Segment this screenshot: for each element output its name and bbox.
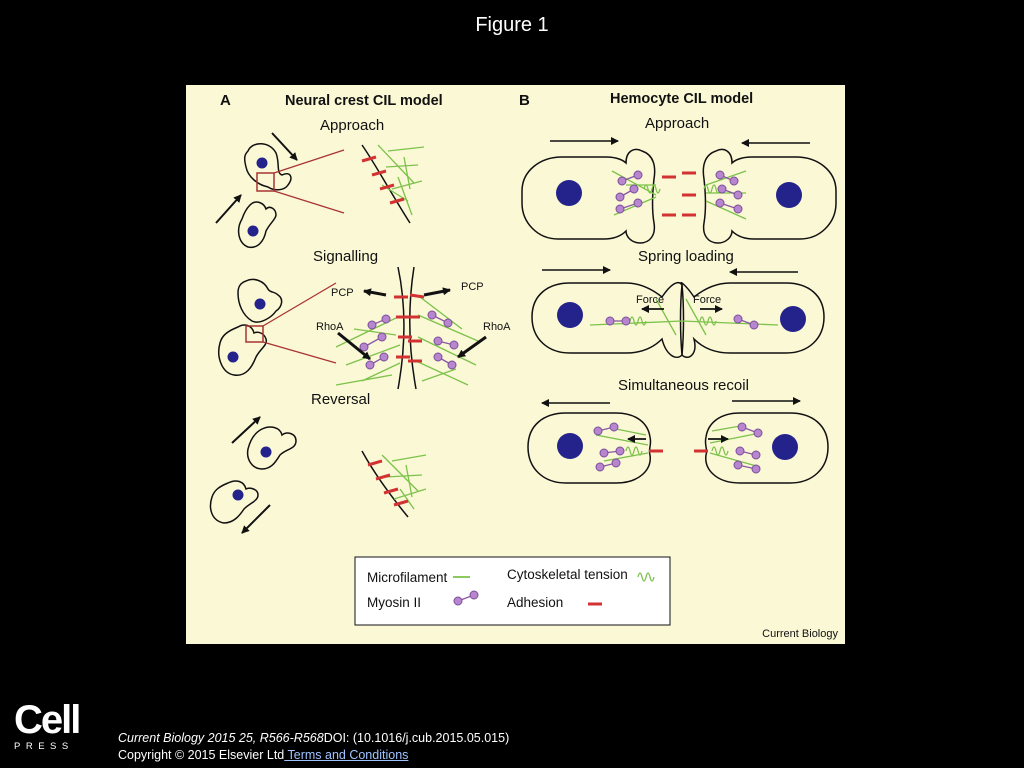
copyright-text: Copyright © 2015 Elsevier Ltd [118, 748, 285, 762]
hemocytes-spring-loading [531, 281, 825, 359]
neural-crest-cells-signalling [218, 278, 283, 376]
label-force-right: Force [693, 294, 721, 306]
cell-press-logo: Cell PRESS [14, 700, 86, 752]
cil-diagram: A Neural crest CIL model Approach Signal… [209, 91, 838, 640]
panel-b-letter: B [519, 92, 530, 109]
legend-myosin: Myosin II [367, 595, 421, 610]
label-rhoa-left: RhoA [316, 321, 344, 333]
legend-tension-swatch [637, 572, 655, 582]
legend-tension: Cytoskeletal tension [507, 567, 628, 582]
label-pcp-right: PCP [461, 281, 484, 293]
approach-arrow-bottom [215, 194, 242, 224]
zoom-line [262, 341, 337, 364]
logo-sub: PRESS [14, 741, 74, 752]
copyright: Copyright © 2015 Elsevier Ltd Terms and … [118, 748, 408, 762]
hemocytes-approach [521, 148, 837, 244]
legend-microfilament: Microfilament [367, 570, 448, 585]
panel-a-stage-signalling: Signalling [313, 248, 378, 265]
legend-myosin-swatch [453, 590, 479, 606]
panel-a-stage-approach: Approach [320, 117, 384, 134]
zoom-line [273, 190, 345, 214]
neural-crest-cells-approach [237, 143, 292, 249]
approach-zoom-detail [361, 144, 425, 224]
label-force-left: Force [636, 294, 664, 306]
label-pcp-left: PCP [331, 287, 354, 299]
reversal-zoom-detail [361, 450, 427, 518]
hemocytes-recoil [527, 412, 829, 484]
neural-crest-cells-reversal [209, 426, 297, 524]
panel-a-stage-reversal: Reversal [311, 391, 370, 408]
panel-b-title: Hemocyte CIL model [610, 91, 753, 107]
slide-title: Figure 1 [475, 14, 549, 36]
figure-credit: Current Biology [762, 628, 838, 640]
signalling-zoom-detail [335, 266, 487, 390]
panel-b-stage-approach: Approach [645, 115, 709, 132]
terms-and-conditions-link[interactable]: Terms and Conditions [284, 748, 409, 762]
legend-adhesion: Adhesion [507, 595, 563, 610]
figure-panel: A Neural crest CIL model Approach Signal… [186, 85, 845, 644]
panel-a-letter: A [220, 92, 231, 109]
reversal-arrow-bottom [241, 504, 271, 534]
label-rhoa-right: RhoA [483, 321, 511, 333]
logo-word: Cell [14, 698, 81, 742]
citation: Current Biology 2015 25, R566-R568DOI: (… [118, 731, 509, 745]
legend: Microfilament Cytoskeletal tension Myosi… [354, 556, 671, 626]
citation-journal: Current Biology 2015 25, R566-R568 [118, 731, 324, 745]
citation-doi: DOI: (10.1016/j.cub.2015.05.015) [323, 731, 510, 745]
zoom-box-signalling [245, 325, 264, 343]
panel-a-title: Neural crest CIL model [285, 93, 443, 109]
panel-b-stage-spring-loading: Spring loading [638, 248, 734, 265]
zoom-line [273, 149, 345, 174]
zoom-box-approach [256, 172, 275, 192]
panel-b-stage-simultaneous-recoil: Simultaneous recoil [618, 377, 749, 394]
approach-arrow-top [271, 132, 298, 161]
zoom-line [262, 282, 337, 327]
reversal-arrow-top [231, 416, 261, 444]
